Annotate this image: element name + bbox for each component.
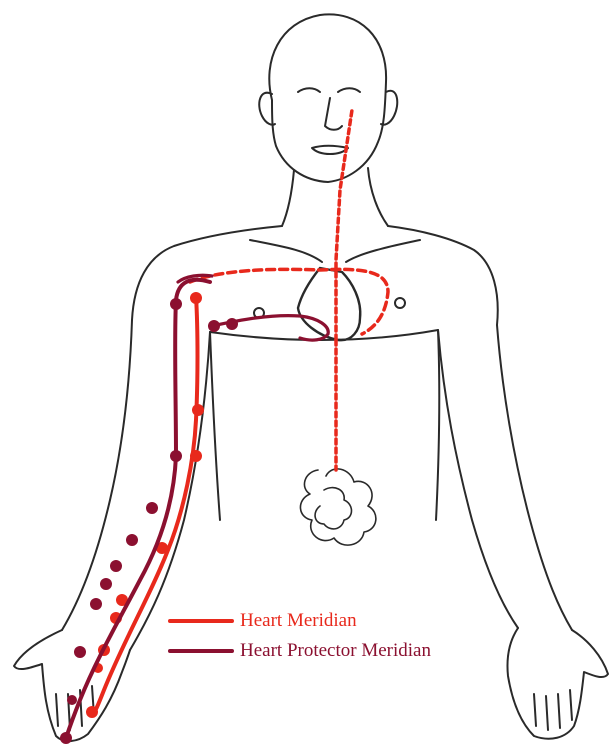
neck-left [282, 170, 294, 226]
left-arm-outer [62, 320, 132, 630]
left-eye [298, 88, 320, 92]
neck-right [368, 168, 388, 226]
hp-point-2 [226, 318, 238, 330]
hp-point-10 [74, 646, 86, 658]
hp-point-11 [67, 695, 77, 705]
legend-label-heart-meridian: Heart Meridian [240, 610, 357, 632]
small-intestine-icon [300, 469, 375, 545]
torso-right-side [436, 330, 439, 520]
hp-point-6 [126, 534, 138, 546]
legend-item-heart-protector-meridian: Heart Protector Meridian [168, 636, 508, 666]
right-arm-outer [497, 325, 572, 630]
heart-meridian-eye-branch [336, 110, 352, 340]
collarbone-left [250, 240, 322, 262]
hp-point-12 [60, 732, 72, 744]
heart-point-9 [86, 706, 98, 718]
collarbone-right [346, 240, 420, 262]
legend-label-heart-protector-meridian: Heart Protector Meridian [240, 640, 431, 662]
mouth [312, 146, 348, 154]
hp-point-1 [208, 320, 220, 332]
right-shoulder [388, 226, 498, 325]
hp-point-9 [90, 598, 102, 610]
right-nipple [395, 298, 405, 308]
legend: Heart Meridian Heart Protector Meridian [168, 606, 508, 666]
hp-point-4 [170, 450, 182, 462]
left-shoulder [132, 226, 282, 320]
nose [325, 98, 342, 130]
hp-point-5 [146, 502, 158, 514]
head-outline [269, 14, 386, 182]
heart-point-3 [190, 450, 202, 462]
legend-swatch-heart-protector-meridian [168, 649, 234, 653]
right-arm-inner [438, 330, 518, 628]
right-hand [507, 628, 608, 739]
right-fingers [534, 690, 572, 730]
heart-point-1 [190, 292, 202, 304]
legend-swatch-heart-meridian [168, 619, 234, 623]
right-eye [338, 88, 360, 92]
torso-left-side [210, 332, 220, 520]
heart-point-2 [192, 404, 204, 416]
heart-protector-upper-arm [66, 280, 210, 738]
legend-item-heart-meridian: Heart Meridian [168, 606, 508, 636]
hp-point-3 [170, 298, 182, 310]
hp-point-8 [100, 578, 112, 590]
hp-point-7 [110, 560, 122, 572]
